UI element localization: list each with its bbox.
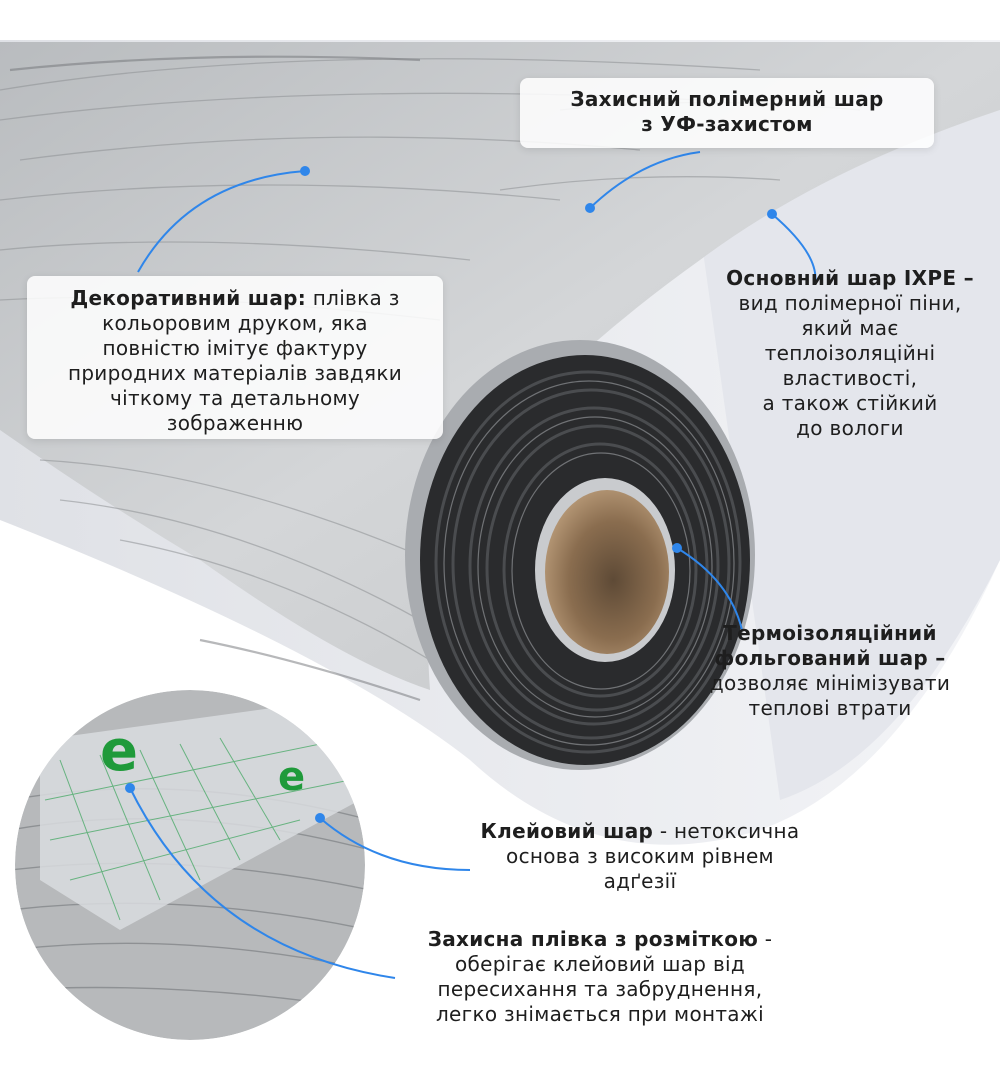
marker-dot-ixpe — [767, 209, 777, 219]
callout-foil-layer: Термоізоляційний фольгований шар – дозво… — [680, 621, 980, 721]
adhesive-line-1: основа з високим рівнем — [506, 844, 774, 868]
detail-zoom-circle: e e — [9, 684, 371, 1046]
uv-line-2: з УФ-захистом — [641, 112, 813, 136]
callout-uv-box — [520, 78, 934, 148]
foil-title-2: фольгований шар – — [714, 646, 946, 670]
callout-decorative-layer: Декоративний шар: плівка з кольоровим др… — [27, 286, 443, 436]
ixpe-line-3: теплоізоляційні — [764, 341, 936, 365]
ixpe-line-6: до вологи — [796, 416, 904, 440]
release-title: Захисна плівка з розміткою — [427, 927, 759, 951]
release-line-3: легко знімається при монтажі — [435, 1002, 765, 1026]
marker-dot-uv — [585, 203, 595, 213]
ixpe-title: Основний шар IXPE – — [726, 266, 974, 290]
decorative-line-5: зображенню — [166, 411, 304, 435]
marker-dot-adhesive — [315, 813, 325, 823]
callout-ixpe-layer: Основний шар IXPE – вид полімерної піни,… — [700, 266, 1000, 441]
marker-dot-release — [125, 783, 135, 793]
callout-decorative-box — [27, 276, 443, 439]
ixpe-line-2: який має — [801, 316, 899, 340]
uv-line-1: Захисний полімерний шар — [570, 87, 884, 111]
release-line-1: оберігає клейовий шар від — [454, 952, 746, 976]
foil-line-1: дозволяє мінімізувати — [709, 671, 951, 695]
decorative-title: Декоративний шар: — [70, 286, 307, 310]
callout-uv-layer: Захисний полімерний шар з УФ-захистом — [520, 87, 934, 137]
decorative-line-4: чіткому та детальному — [109, 386, 361, 410]
ixpe-line-4: властивості, — [782, 366, 918, 390]
svg-text:e: e — [100, 719, 138, 784]
foil-line-2: теплові втрати — [748, 696, 912, 720]
callout-adhesive-layer: Клейовий шар - нетоксична основа з висок… — [440, 819, 840, 894]
decorative-line-1: кольоровим друком, яка — [102, 311, 368, 335]
callout-connectors — [129, 151, 817, 979]
marker-dot-foil — [672, 543, 682, 553]
decorative-line-2: повністю імітує фактуру — [102, 336, 368, 360]
ixpe-line-5: а також стійкий — [762, 391, 938, 415]
callout-release-film: Захисна плівка з розміткою - оберігає кл… — [390, 927, 810, 1027]
release-line-2: пересихання та забруднення, — [437, 977, 763, 1001]
adhesive-line-2: адґезії — [603, 869, 677, 893]
release-title-rest: - — [764, 927, 773, 951]
ixpe-line-1: вид полімерної піни, — [738, 291, 962, 315]
svg-text:e: e — [278, 754, 305, 800]
foil-title-1: Термоізоляційний — [723, 621, 937, 645]
adhesive-title-rest: - нетоксична — [659, 819, 800, 843]
marker-dot-decorative — [300, 166, 310, 176]
decorative-line-3: природних матеріалів завдяки — [67, 361, 403, 385]
adhesive-title: Клейовий шар — [480, 819, 654, 843]
foam-roll — [405, 340, 755, 770]
decorative-first-rest: плівка з — [312, 286, 400, 310]
